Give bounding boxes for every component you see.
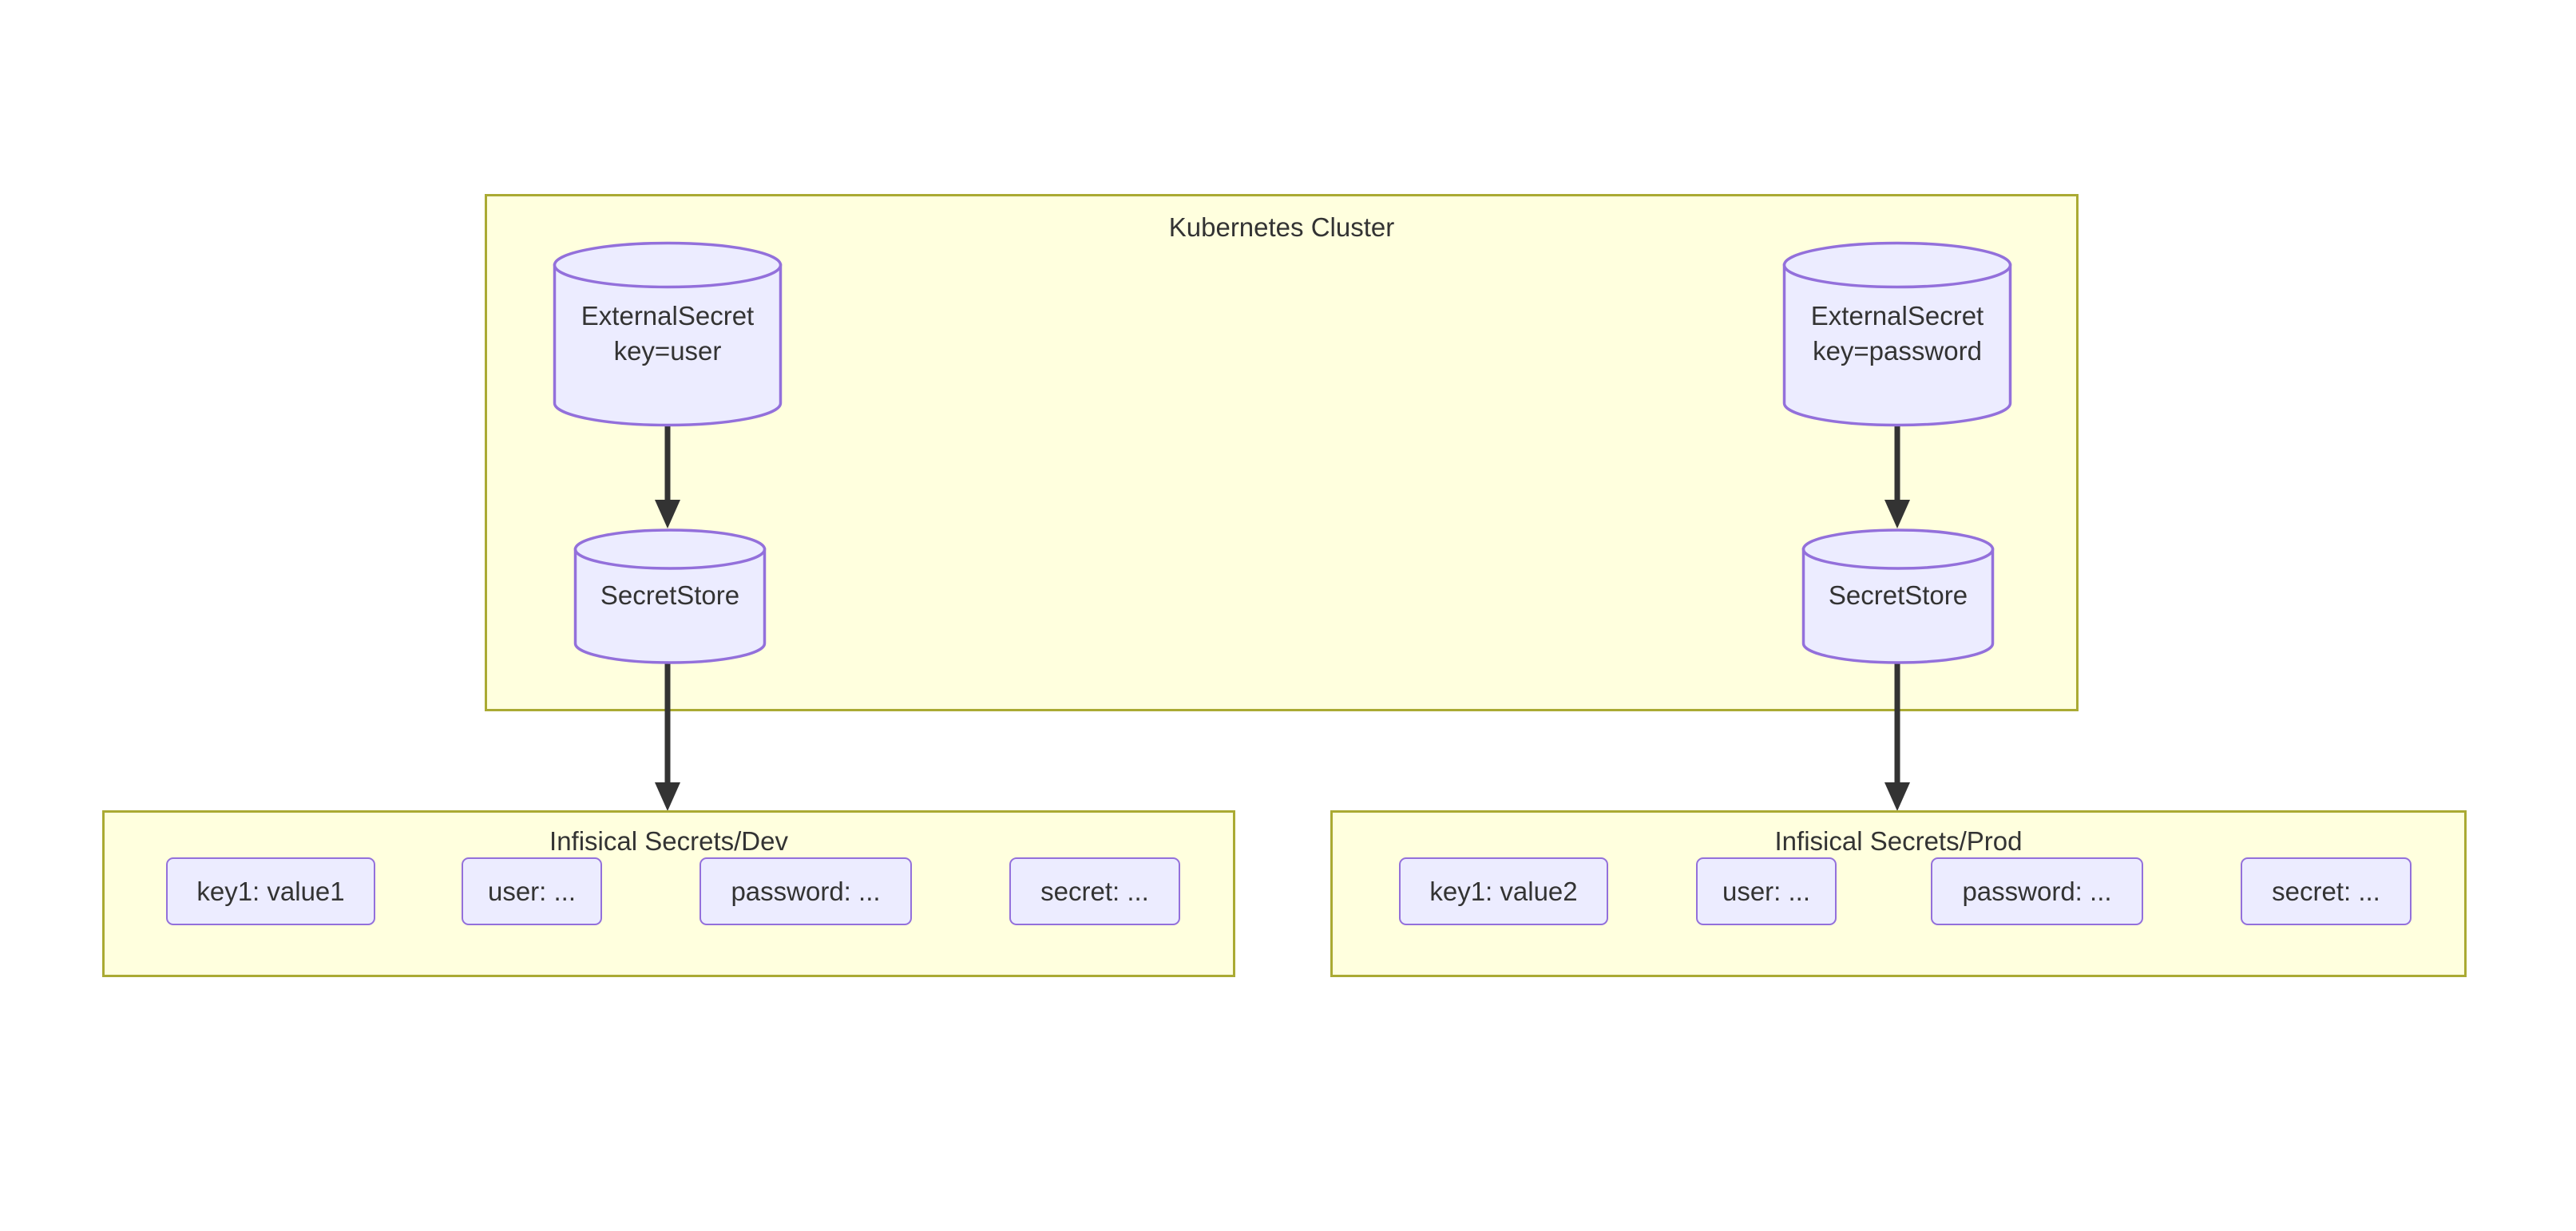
node-secret-store-dev[interactable]: SecretStore (573, 528, 767, 664)
subgraph-title-kubernetes-cluster: Kubernetes Cluster (1168, 212, 1395, 242)
edge-secretstore-prod-to-infisical-prod (1884, 663, 1916, 818)
edge-externalsecret-user-to-secretstore-dev (655, 423, 687, 535)
secret-item-prod-password[interactable]: password: ... (1931, 857, 2143, 925)
secret-item-dev-secret[interactable]: secret: ... (1009, 857, 1180, 925)
secret-item-prod-key1[interactable]: key1: value2 (1399, 857, 1608, 925)
node-external-secret-password[interactable]: ExternalSecret key=password (1782, 241, 2012, 427)
subgraph-title-infisical-secrets-dev: Infisical Secrets/Dev (549, 826, 788, 856)
node-external-secret-user[interactable]: ExternalSecret key=user (553, 241, 783, 427)
edge-secretstore-dev-to-infisical-dev (655, 663, 687, 818)
secret-item-dev-key1[interactable]: key1: value1 (166, 857, 375, 925)
node-secret-store-prod[interactable]: SecretStore (1801, 528, 1995, 664)
edge-externalsecret-password-to-secretstore-prod (1884, 423, 1916, 535)
subgraph-title-infisical-secrets-prod: Infisical Secrets/Prod (1774, 826, 2023, 856)
secret-item-prod-user[interactable]: user: ... (1696, 857, 1837, 925)
secret-item-prod-secret[interactable]: secret: ... (2241, 857, 2412, 925)
secret-item-dev-password[interactable]: password: ... (699, 857, 912, 925)
secret-item-dev-user[interactable]: user: ... (462, 857, 602, 925)
